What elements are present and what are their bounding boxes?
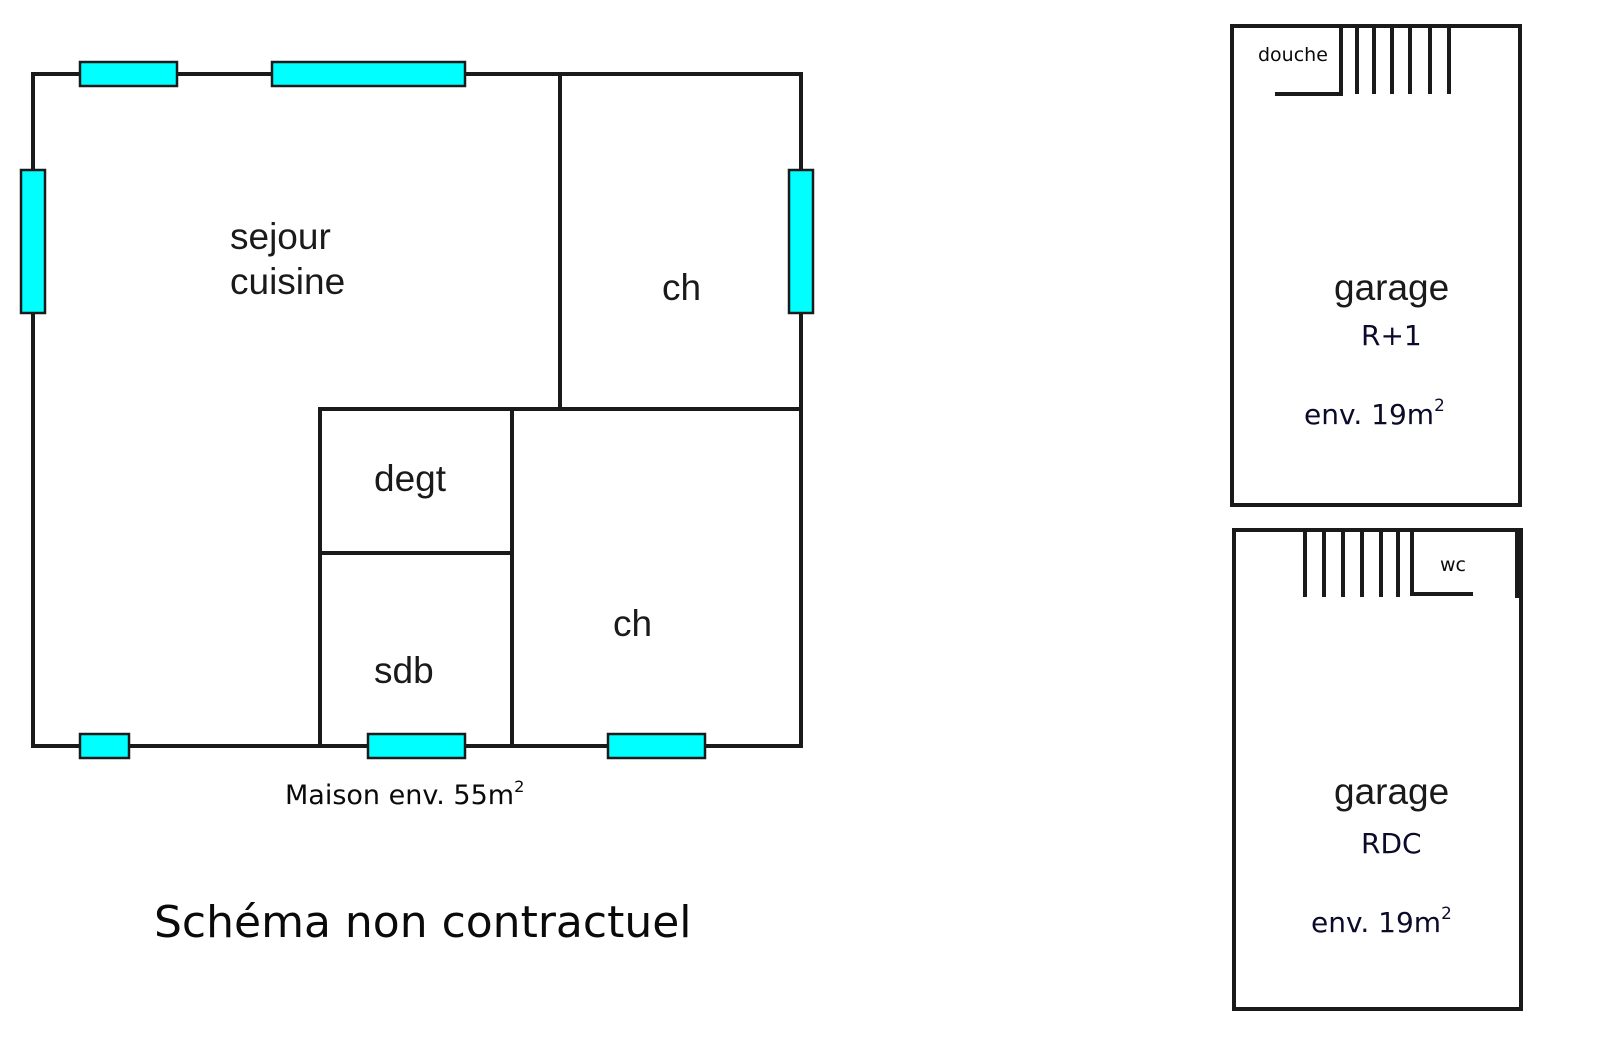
window-bottom-2 (366, 732, 467, 760)
stairs-r1 (1355, 26, 1451, 94)
garage-r1-wall (1230, 24, 1522, 507)
stairs-rdc (1303, 530, 1400, 597)
label-level-r1: R+1 (1361, 319, 1422, 352)
label-wc: wc (1440, 554, 1466, 576)
label-cuisine: cuisine (230, 261, 345, 302)
label-degt: degt (374, 458, 447, 499)
label-garage-rdc: garage (1334, 771, 1449, 812)
window-bottom-1 (78, 732, 131, 760)
house-area-caption: Maison env. 55m2 (285, 777, 524, 811)
label-area-r1: env. 19m2 (1304, 395, 1445, 431)
label-garage-r1: garage (1334, 267, 1449, 308)
windows (19, 60, 815, 760)
window-right (787, 168, 815, 315)
garage-rdc: wc garage RDC env. 19m2 (1232, 528, 1523, 1011)
douche-corner (1275, 26, 1343, 96)
label-ch-bottom: ch (613, 603, 652, 644)
window-left (19, 168, 47, 315)
label-sdb: sdb (374, 650, 434, 691)
window-top-2 (270, 60, 467, 88)
disclaimer-note: Schéma non contractuel (154, 897, 692, 948)
label-sejour: sejour (230, 216, 331, 257)
label-level-rdc: RDC (1361, 827, 1422, 860)
window-top-1 (78, 60, 179, 88)
house-walls (31, 72, 803, 748)
garage-r1: douche garage R+1 env. 19m2 (1230, 24, 1522, 507)
wc-corner (1410, 530, 1473, 596)
label-area-rdc: env. 19m2 (1311, 903, 1452, 939)
garage-rdc-wall (1232, 528, 1523, 1011)
window-bottom-3 (606, 732, 707, 760)
label-douche: douche (1258, 44, 1328, 66)
label-ch-top: ch (662, 267, 701, 308)
